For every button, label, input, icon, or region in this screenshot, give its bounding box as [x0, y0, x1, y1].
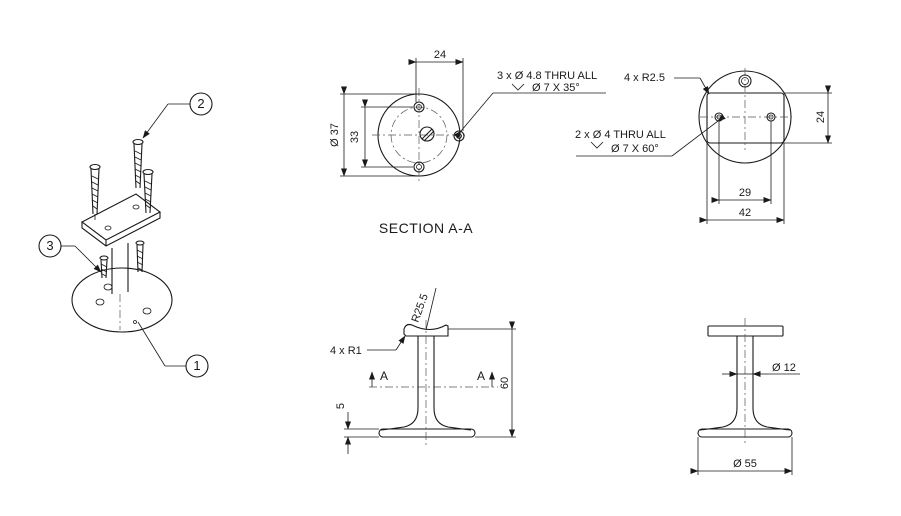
- balloon-1: [185, 354, 209, 378]
- top-view: 4 x R2.5 2 x Ø 4 THRU ALL Ø 7 X 60° 24 2…: [575, 68, 832, 224]
- screw-center: [132, 138, 144, 189]
- top-view-plate: [706, 92, 785, 144]
- top-radius-note: 4 x R2.5: [624, 72, 665, 84]
- side-top-pad: [707, 325, 784, 337]
- front-base: [378, 428, 476, 438]
- section-marker-left: A: [380, 369, 388, 383]
- section-a-a-view: 24 33 Ø 37 3 x Ø 4.8 THRU ALL Ø 7 X 35° …: [329, 49, 606, 236]
- front-top-pad: [403, 323, 449, 337]
- balloon-3: [38, 234, 62, 258]
- balloon-2-label: 2: [197, 96, 204, 111]
- balloon-3-label: 3: [46, 238, 53, 253]
- section-hole-note-2: Ø 7 X 35°: [532, 82, 580, 94]
- section-dim-33: 33: [349, 131, 361, 143]
- section-dim-24: 24: [434, 49, 446, 61]
- front-dim-5: 5: [335, 403, 347, 409]
- screw-right: [142, 168, 154, 214]
- front-view: A A R25.5 4 x R1 60 5: [330, 287, 516, 454]
- section-dim-dia37: Ø 37: [329, 123, 341, 147]
- front-dim-60: 60: [499, 377, 511, 389]
- isometric-assembly-view: 2 3 1: [38, 92, 213, 378]
- screw-lower-left: [99, 255, 109, 279]
- front-radius-r255: R25.5: [410, 292, 431, 324]
- side-dim-dia12: Ø 12: [772, 362, 796, 374]
- base-disc: [71, 267, 173, 333]
- balloon-2: [189, 92, 213, 116]
- section-marker-right: A: [477, 369, 485, 383]
- side-dim-dia55: Ø 55: [733, 458, 757, 470]
- balloon-1-label: 1: [193, 358, 200, 373]
- section-title: SECTION A-A: [379, 220, 473, 236]
- front-radius-r1: 4 x R1: [330, 345, 362, 357]
- top-dim-24: 24: [815, 111, 827, 123]
- top-dim-42: 42: [739, 207, 751, 219]
- top-hole-note-2: Ø 7 X 60°: [611, 143, 659, 155]
- top-hole-note-1: 2 x Ø 4 THRU ALL: [575, 129, 666, 141]
- section-hole-note-1: 3 x Ø 4.8 THRU ALL: [497, 70, 597, 82]
- screw-lower-right: [135, 240, 145, 273]
- screw-left: [89, 163, 101, 220]
- top-dim-29: 29: [739, 187, 751, 199]
- side-view: Ø 12 Ø 55: [690, 318, 800, 475]
